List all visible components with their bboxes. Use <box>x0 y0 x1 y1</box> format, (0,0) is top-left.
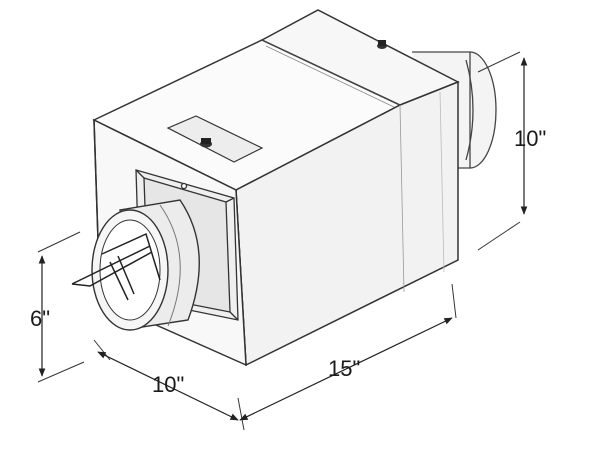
dimension-inlet-left: 6" <box>30 231 85 383</box>
dimension-width-bottom: 10" <box>93 339 245 431</box>
damper-handle <box>71 232 161 301</box>
dimension-label-height: 10" <box>514 126 546 151</box>
inlet-duct <box>91 199 200 331</box>
dimension-length-bottom: 15" <box>239 283 457 421</box>
access-panel <box>166 115 264 163</box>
dimension-label-inlet: 6" <box>30 306 50 331</box>
dimension-label-length: 15" <box>328 356 360 381</box>
dimension-label-width: 10" <box>152 372 184 397</box>
top-knob <box>377 40 387 49</box>
dimension-height-right: 10" <box>477 51 546 251</box>
